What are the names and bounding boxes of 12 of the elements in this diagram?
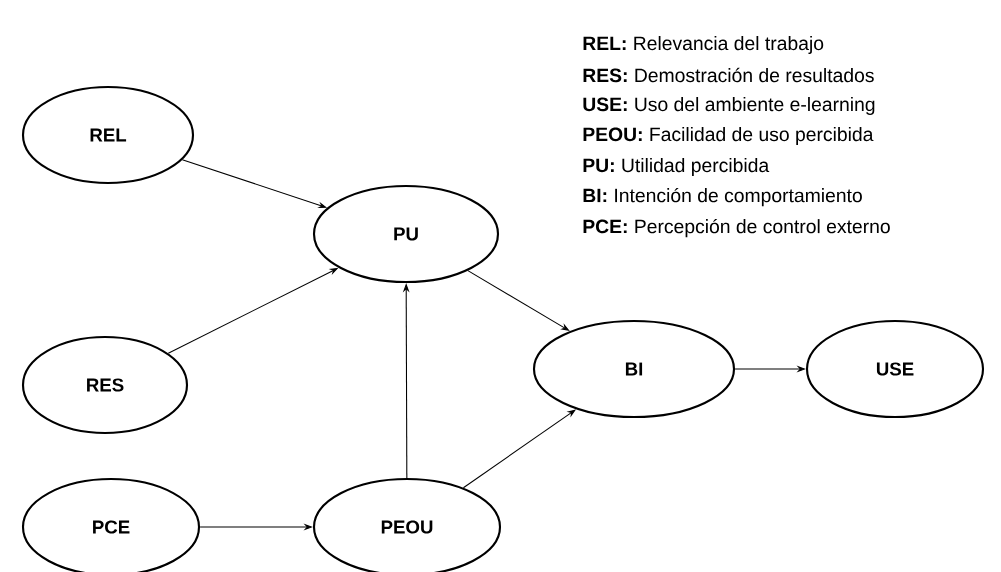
ellipse-node: PU: [312, 184, 500, 284]
legend-text: PU: Utilidad percibida: [583, 158, 770, 176]
ellipse-node: REL: [21, 85, 195, 185]
legend-text: REL: Relevancia del trabajo: [583, 36, 824, 54]
legend-text: PCE: Percepción de control externo: [583, 218, 890, 238]
legend-text: USE: Uso del ambiente e-learning: [583, 97, 875, 115]
legend-text: PEOU: Facilidad de uso percibida: [583, 127, 874, 145]
ellipse-node: RES: [21, 335, 189, 435]
ellipse-node: BI: [532, 319, 736, 419]
legend-text: RES: Demostración de resultados: [583, 67, 874, 83]
legend-text: BI: Intención de comportamiento: [583, 187, 862, 207]
ellipse-node: USE: [805, 319, 985, 419]
